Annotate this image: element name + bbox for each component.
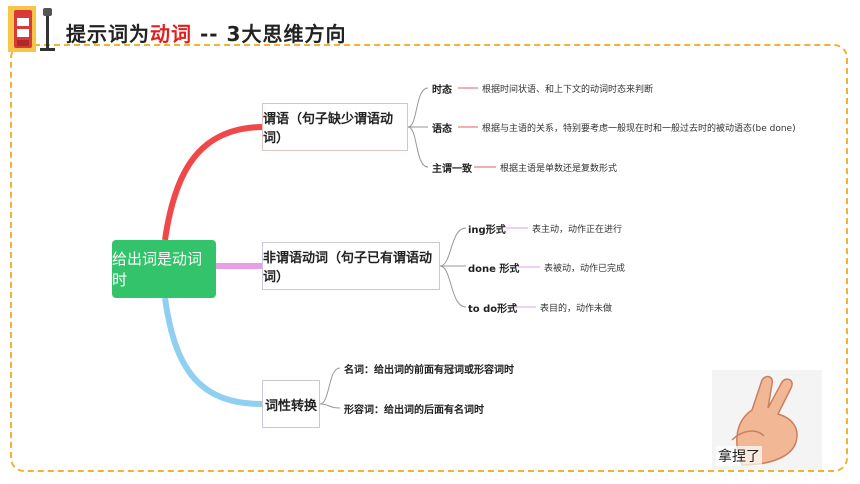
leaf-done-form-desc: 表被动，动作已完成 <box>544 264 626 274</box>
leaf-done-form: done 形式 <box>468 264 520 275</box>
connector-b3-leaf1 <box>319 367 341 405</box>
title-part1: 提示词为 <box>66 22 150 46</box>
leaf-ing-form: ing形式 <box>468 225 506 236</box>
leaf-noun: 名词：给出词的前面有冠词或形容词时 <box>344 365 514 376</box>
branch-node-conversion: 词性转换 <box>262 380 320 428</box>
leaf-tense-desc: 根据时间状语、和上下文的动词时态来判断 <box>482 85 654 95</box>
branch-node-nonfinite: 非谓语动词（句子已有谓语动词） <box>262 242 440 290</box>
connector-branch-1 <box>162 124 263 241</box>
sticker-caption: 拿捏了 <box>716 446 762 466</box>
page-title: 提示词为动词 -- 3大思维方向 <box>66 18 346 47</box>
connector-b2-leaf3 <box>439 265 467 308</box>
connector-b1-leaf1 <box>407 87 429 128</box>
title-accent: 动词 <box>150 22 192 46</box>
leaf-voice-desc: 根据与主语的关系，特别要考虑一般现在时和一般过去时的被动语态(be done) <box>482 124 796 134</box>
connector-branch-3 <box>162 297 263 407</box>
connector-b2-leaf1 <box>439 227 467 267</box>
leaf-todo-form: to do形式 <box>468 304 518 315</box>
leaf-ing-form-desc: 表主动，动作正在进行 <box>532 225 623 235</box>
connector-b1-leaf3 <box>407 126 429 168</box>
connector-b3-leaf2 <box>319 403 341 409</box>
dashed-frame <box>10 44 848 472</box>
leaf-adjective: 形容词：给出词的后面有名词时 <box>344 405 484 416</box>
leaf-tense: 时态 <box>432 85 452 96</box>
leaf-agreement-desc: 根据主语是单数还是复数形式 <box>500 164 618 174</box>
phone-booth-icon <box>8 6 58 52</box>
title-part2: -- 3大思维方向 <box>192 22 347 46</box>
leaf-voice: 语态 <box>432 124 452 135</box>
root-node: 给出词是动词时 <box>112 240 216 298</box>
pinch-hand-icon <box>712 370 822 470</box>
leaf-agreement: 主谓一致 <box>432 164 472 175</box>
branch-node-predicate: 谓语（句子缺少谓语动词） <box>262 103 408 151</box>
leaf-todo-form-desc: 表目的，动作未做 <box>540 304 613 314</box>
